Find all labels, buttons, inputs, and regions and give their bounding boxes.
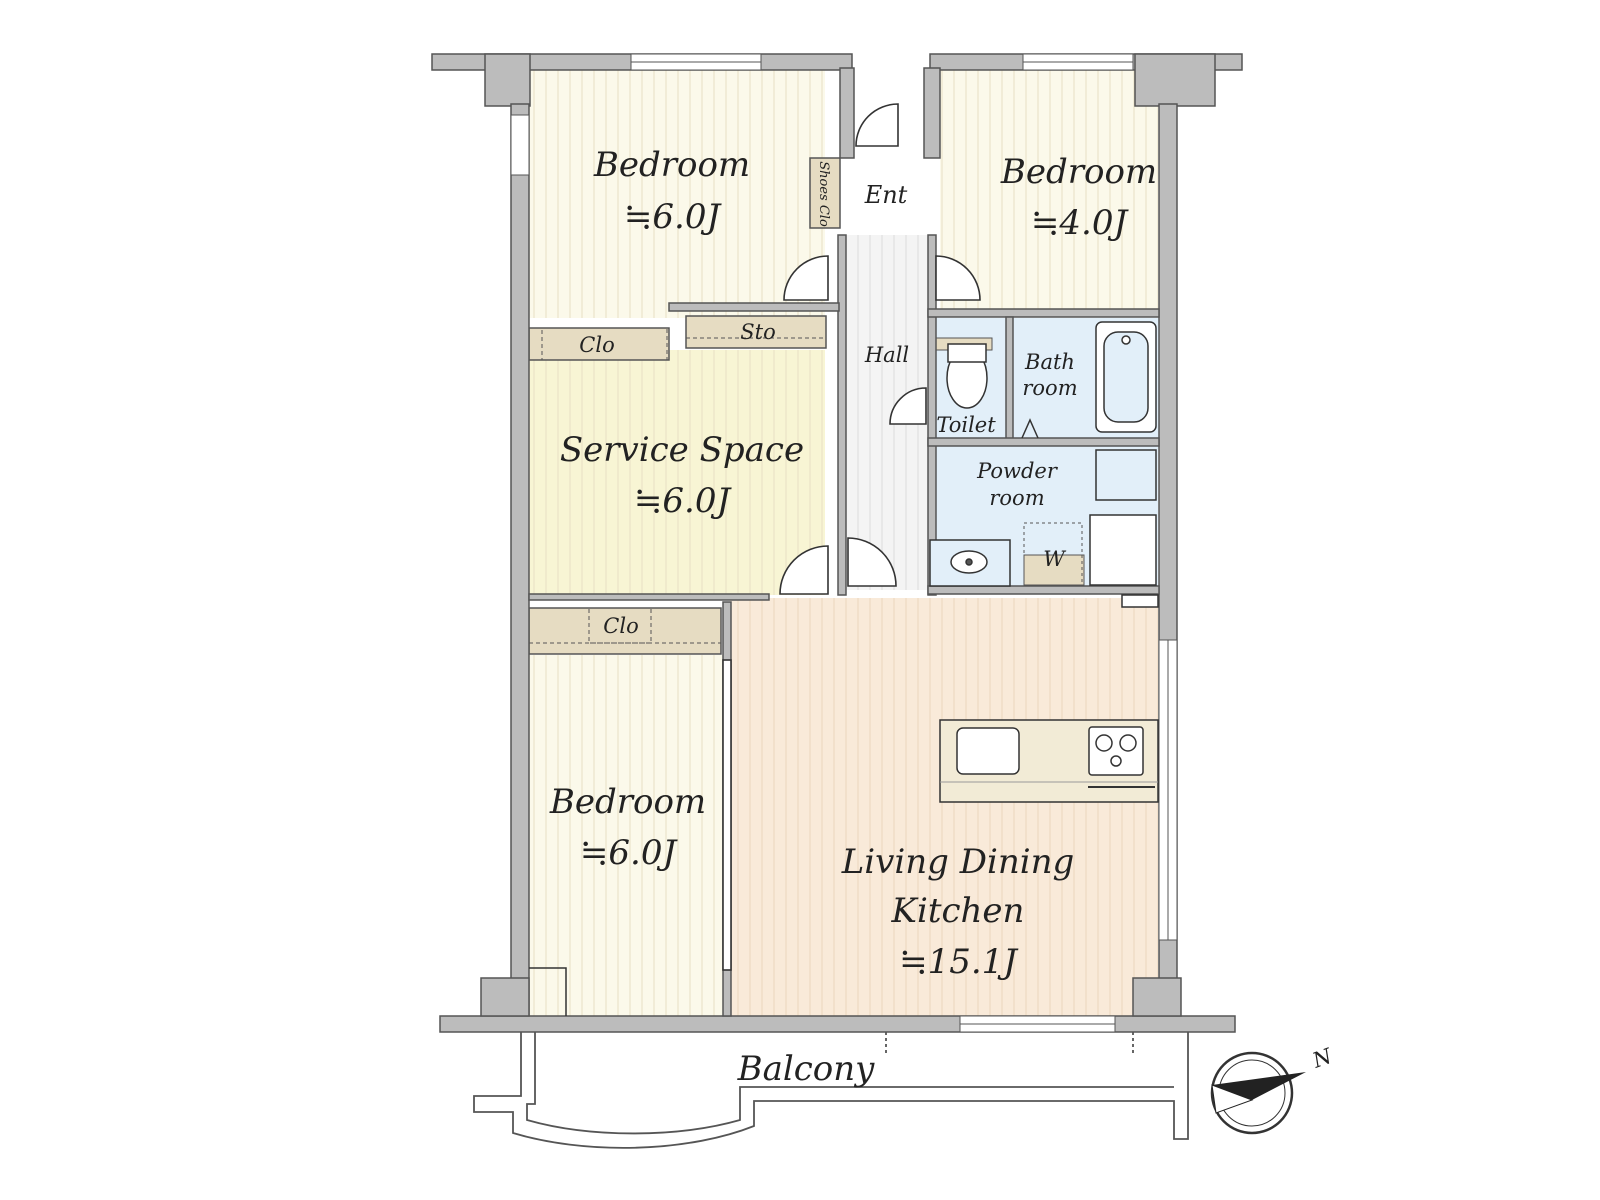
entrance-label: Ent <box>864 181 908 209</box>
wall-service-bottom <box>528 593 770 601</box>
shoes-closet <box>809 157 841 229</box>
balcony <box>473 1032 1189 1149</box>
bedroom-sw-label: Bedroom <box>549 782 706 822</box>
fixtures <box>529 321 1159 1016</box>
storage-label: Sto <box>740 320 775 344</box>
service-space-label: Service Space <box>560 430 804 470</box>
wall-toilet-bath <box>1005 316 1014 440</box>
storage-shelf-inner <box>685 337 827 349</box>
wall-bottom-left-pier <box>480 977 530 1017</box>
bedroom-sw-stripes <box>527 655 724 1017</box>
wall-hall-left <box>837 234 847 596</box>
closet-lower-label: Clo <box>603 614 638 638</box>
washer-pan <box>1023 554 1085 586</box>
stove-icon <box>1088 726 1144 776</box>
wall-hall-right <box>927 234 937 596</box>
compass-needle-icon <box>1212 1072 1306 1100</box>
balcony-label: Balcony <box>737 1049 876 1089</box>
wall-ne-bedroom-bottom <box>927 308 1160 318</box>
bedroom-sw-area: ≒6.0J <box>580 833 679 873</box>
compass: N <box>1210 1044 1336 1135</box>
bathtub-drain-icon <box>1121 335 1131 345</box>
wall-bottom <box>439 1015 1236 1033</box>
bedroom-ne-stripes <box>940 68 1158 310</box>
closet-upper-label: Clo <box>579 333 614 357</box>
wall-wet-middle <box>927 437 1160 447</box>
closet-upper-inner <box>541 327 668 361</box>
powder-label-line2: room <box>989 486 1044 510</box>
entrance-floor <box>846 158 938 234</box>
wall-top-right-bump <box>1134 53 1216 107</box>
closets <box>528 157 1085 655</box>
corner-fixture <box>529 967 567 1016</box>
bedroom-ne-label: Bedroom <box>1000 152 1157 192</box>
bedroom-nw-label: Bedroom <box>593 145 750 185</box>
room-labels: Bedroom ≒6.0J Bedroom ≒4.0J Service Spac… <box>549 145 1157 1089</box>
wall-entrance-right <box>923 67 941 159</box>
bedroom-ne-area: ≒4.0J <box>1031 203 1130 243</box>
wall-powder-bottom <box>927 585 1160 595</box>
storage-cabinet <box>1089 514 1157 586</box>
ldk-stripes <box>730 598 1158 1017</box>
wall-nw-bedroom-bottom <box>668 302 840 312</box>
shoes-closet-label: Shoes Clo <box>816 161 831 227</box>
sliding-door-sw-bedroom <box>722 659 732 971</box>
balcony-railing <box>473 1032 1189 1149</box>
toilet-tank-icon <box>947 343 987 363</box>
powder-label-line1: Powder <box>976 459 1059 483</box>
floor-areas <box>527 68 1159 1017</box>
closet-lower-divider <box>588 607 652 644</box>
bedroom-nw-area: ≒6.0J <box>624 197 723 237</box>
bathtub-inner <box>1103 331 1149 423</box>
window-left-wall <box>510 114 530 176</box>
bath-door-marker <box>1021 418 1039 439</box>
hall-label: Hall <box>864 343 909 367</box>
washer-label: W <box>1043 547 1067 571</box>
door-ldk <box>847 537 897 587</box>
door-nw-bedroom <box>783 255 829 301</box>
wall-entrance-left <box>839 67 855 159</box>
ldk-label-line2: Kitchen <box>891 891 1025 931</box>
service-space-area: ≒6.0J <box>634 481 733 521</box>
compass-north-label: N <box>1309 1044 1336 1073</box>
ldk-area: ≒15.1J <box>899 942 1019 982</box>
service-space-stripes <box>527 350 825 595</box>
fridge-space <box>1121 594 1159 608</box>
toilet-label: Toilet <box>936 413 996 437</box>
door-ne-bedroom <box>935 255 981 301</box>
door-front <box>855 103 899 147</box>
vanity-cabinet <box>1095 449 1157 501</box>
bath-label-line1: Bath <box>1024 350 1075 374</box>
wall-bottom-right-pier <box>1132 977 1182 1017</box>
kitchen-sink-icon <box>956 727 1020 775</box>
wall-left <box>510 103 530 1017</box>
door-toilet <box>889 387 927 425</box>
doors <box>722 103 981 971</box>
bath-label-line2: room <box>1022 376 1077 400</box>
closet-lower <box>528 607 722 655</box>
windows <box>510 53 1178 1033</box>
ldk-label-line1: Living Dining <box>841 842 1075 882</box>
bedroom-nw-stripes <box>527 68 825 318</box>
door-service <box>779 545 829 595</box>
wall-top-left-bump <box>484 53 531 107</box>
